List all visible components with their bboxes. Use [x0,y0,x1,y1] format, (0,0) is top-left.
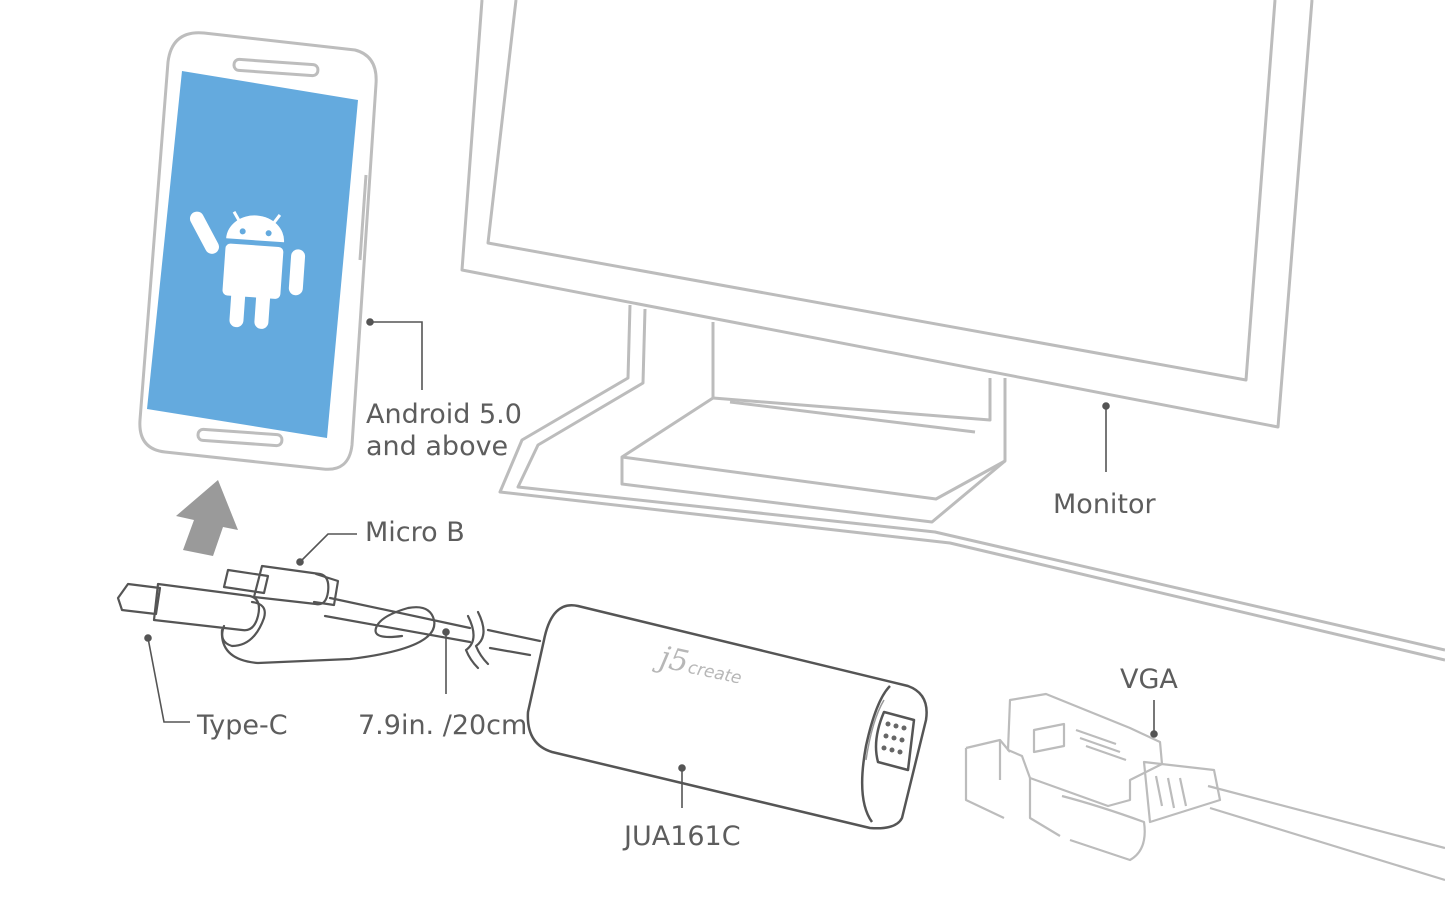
vga-port [874,710,916,772]
smartphone-illustration [138,31,378,471]
android-robot-icon [189,211,306,329]
model-label: JUA161C [624,821,741,852]
adapter-cable [116,564,542,670]
android-version-line1: Android 5.0 [366,399,522,430]
micro-b-label: Micro B [365,517,465,548]
monitor-illustration [460,0,1445,662]
android-version-line2: and above [366,431,509,462]
monitor-label: Monitor [1053,489,1156,520]
vga-label: VGA [1120,664,1178,695]
vga-cable-illustration [964,692,1445,882]
up-arrow-icon [176,480,238,556]
adapter-body [526,603,928,830]
type-c-label: Type-C [197,710,288,741]
cable-length-label: 7.9in. /20cm [358,710,528,741]
leader-lines [144,318,1158,808]
vga-port-pins [881,721,907,755]
android-version-label: Android 5.0 and above [366,399,522,463]
brand-logo-sub: create [686,657,744,689]
